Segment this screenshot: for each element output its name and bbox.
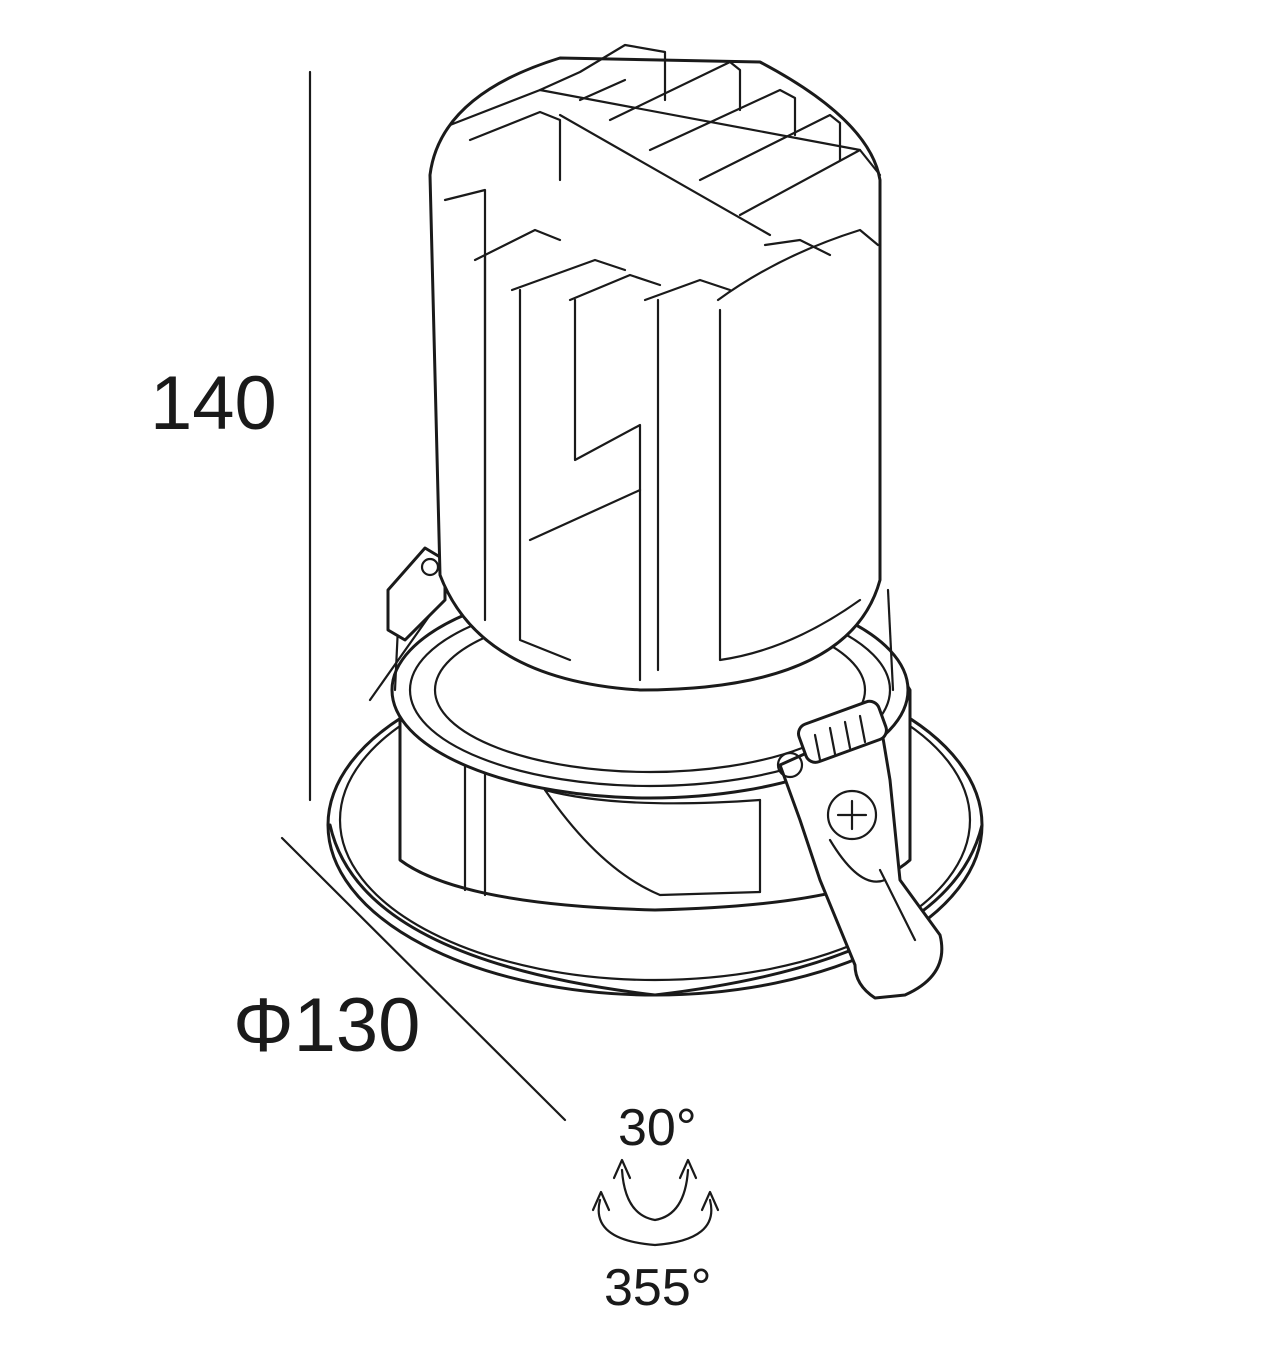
right-spring-clip bbox=[776, 699, 944, 1000]
height-dimension-label: 140 bbox=[150, 361, 277, 446]
tilt-arrow-icon bbox=[612, 1158, 698, 1222]
diameter-dimension-line bbox=[280, 836, 567, 1122]
phillips-screw-icon bbox=[826, 789, 878, 841]
left-clip-bracket bbox=[368, 546, 447, 702]
heat-sink bbox=[428, 43, 882, 692]
rotation-angle-label: 355° bbox=[604, 1259, 712, 1317]
tilt-angle-label: 30° bbox=[618, 1099, 697, 1157]
diameter-dimension-label: Φ130 bbox=[233, 983, 421, 1068]
rotation-arrow-icon bbox=[591, 1190, 720, 1247]
